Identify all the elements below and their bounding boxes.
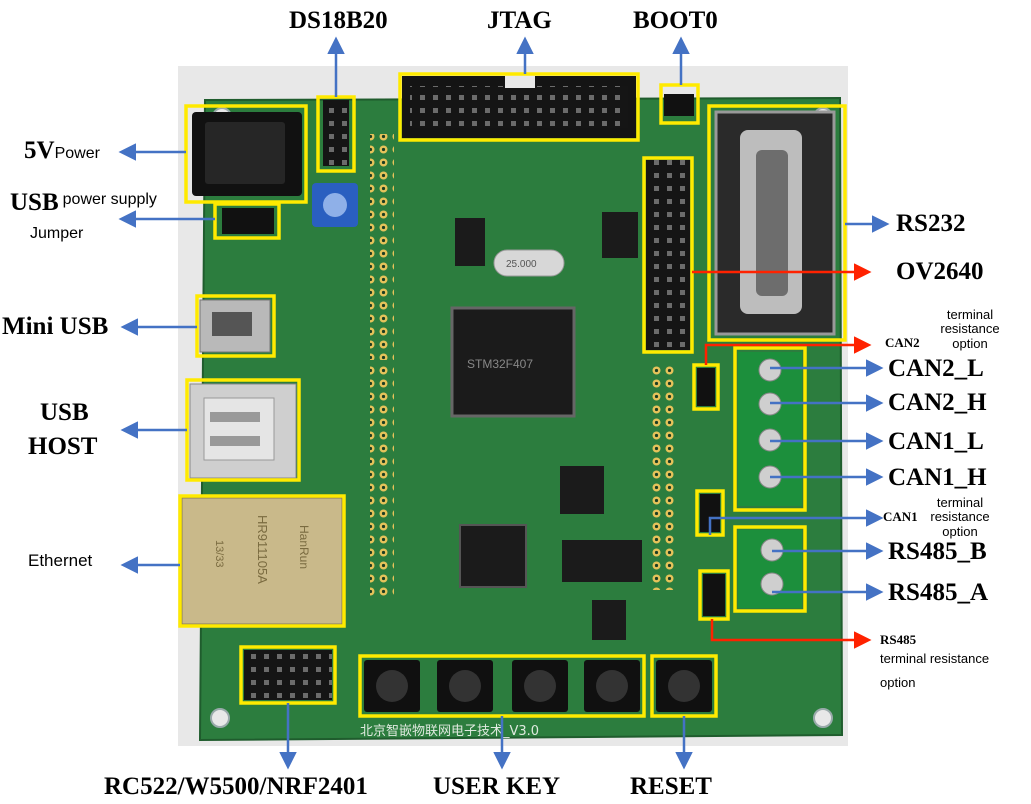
can2-note-line-3: option xyxy=(952,335,988,351)
board-silkscreen-text: 北京智嵌物联网电子技术_V3.0 xyxy=(360,724,539,739)
label-rs485-term-note-1: terminal resistance xyxy=(880,651,990,666)
label-can2-h: CAN2_H xyxy=(888,389,987,416)
label-rs485-term: RS485 xyxy=(880,632,917,647)
box-rs485-block xyxy=(733,525,807,613)
pin-row-left-1 xyxy=(370,134,394,360)
mcu-chip xyxy=(450,306,576,418)
label-usb-host-2: HOST xyxy=(28,433,98,460)
label-boot0: BOOT0 xyxy=(633,7,718,34)
label-jtag: JTAG xyxy=(487,7,552,34)
box-usb-jumper xyxy=(213,202,281,240)
label-can2-term: CAN2 xyxy=(885,335,920,350)
box-rs485-term xyxy=(698,569,730,621)
pin-row-right-1 xyxy=(650,366,674,590)
label-can1-l: CAN1_L xyxy=(888,428,984,455)
red-arrows xyxy=(692,263,872,649)
can1-term-jumper xyxy=(700,494,720,532)
can1-note-line-3: option xyxy=(942,523,978,539)
arrow-rs485-term xyxy=(710,619,872,649)
ic-u4 xyxy=(455,218,485,266)
label-rs485-a: RS485_A xyxy=(888,579,989,606)
label-usb-host-1: USB xyxy=(40,399,89,426)
ethernet-model: HR911105A xyxy=(255,515,270,584)
arrow-can1-term xyxy=(708,509,884,535)
usb-jumper xyxy=(222,208,274,234)
label-can1-term: CAN1 xyxy=(883,509,918,524)
label-can1-h: CAN1_H xyxy=(888,464,987,491)
blue-arrows xyxy=(118,36,890,770)
arrow-can2-term xyxy=(704,336,872,365)
crystal xyxy=(493,249,565,277)
ic-u34 xyxy=(592,600,626,640)
crystal-marking: 25.000 xyxy=(506,259,537,270)
ov2640-header xyxy=(646,160,690,350)
label-ethernet: Ethernet xyxy=(28,551,93,570)
mcu-marking: STM32F407 xyxy=(467,357,533,371)
dc-jack-hole xyxy=(205,122,285,184)
can1-note-line-1: terminal xyxy=(936,495,984,510)
pin-row-left-2 xyxy=(370,366,394,600)
label-rs232: RS232 xyxy=(896,210,966,237)
ethernet-jack xyxy=(181,497,343,625)
box-jtag xyxy=(398,72,640,142)
label-usb-suffix: power supply xyxy=(62,191,157,208)
rf-module-header xyxy=(244,650,332,700)
ic-u35 xyxy=(602,212,638,258)
can1-note-line-2: resistance xyxy=(930,509,990,525)
boot0-jumper xyxy=(664,94,694,116)
label-usb: USB xyxy=(10,189,59,216)
label-rs485-term-note-2: option xyxy=(880,675,916,690)
label-ds18b20: DS18B20 xyxy=(289,7,388,34)
label-rs485-b: RS485_B xyxy=(888,538,987,565)
label-reset: RESET xyxy=(630,773,712,800)
ic-u30 xyxy=(560,466,604,514)
ic-u6 xyxy=(602,540,642,582)
label-can2-term-note: terminal resistance option xyxy=(930,307,1010,351)
label-usb-power-supply: USB power supply xyxy=(10,190,157,215)
rs485-term-jumper xyxy=(703,574,725,616)
label-5v-suffix: Power xyxy=(54,145,100,162)
box-ethernet xyxy=(178,494,346,628)
label-ov2640: OV2640 xyxy=(896,258,984,285)
ic-ethernet-phy xyxy=(459,524,527,588)
label-user-key: USER KEY xyxy=(433,773,561,800)
label-rc522: RC522/W5500/NRF2401 xyxy=(104,773,368,800)
user-keys xyxy=(364,660,640,712)
box-can-block xyxy=(733,346,807,512)
ethernet-code: 13/33 xyxy=(213,540,225,568)
box-ov2640 xyxy=(642,156,694,354)
label-can2-l: CAN2_L xyxy=(888,355,984,382)
label-can1-term-note: terminal resistance option xyxy=(920,495,1000,539)
label-5v: 5V xyxy=(24,137,55,164)
can2-note-line-2: resistance xyxy=(940,321,1000,337)
ethernet-brand: HanRun xyxy=(297,525,311,569)
box-5v xyxy=(184,104,308,204)
label-usb-jumper: Jumper xyxy=(30,225,84,242)
mounting-hole-bl xyxy=(210,708,230,728)
box-boot0 xyxy=(659,83,700,125)
label-5v-power: 5VPower xyxy=(24,138,100,163)
ic-u45 xyxy=(562,540,602,582)
ds18b20-header xyxy=(323,100,349,166)
label-mini-usb: Mini USB xyxy=(2,313,109,340)
can2-note-line-1: terminal xyxy=(946,307,994,322)
mounting-hole-br xyxy=(813,708,833,728)
can2-term-jumper xyxy=(697,368,715,406)
